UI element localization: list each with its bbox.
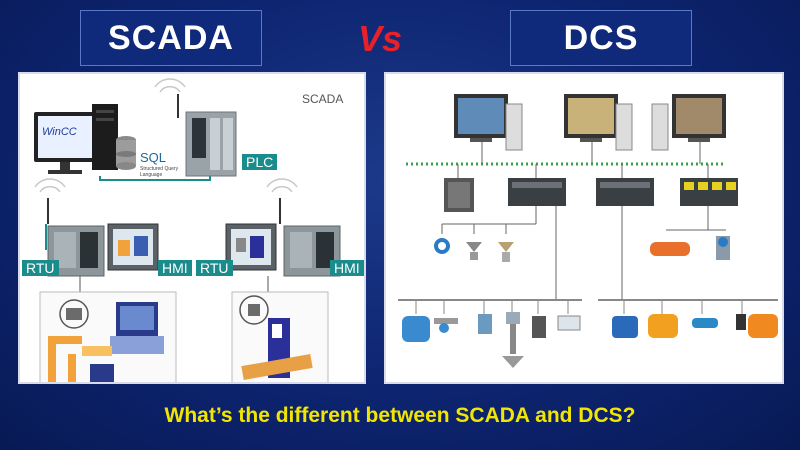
wireless-signal-icon: [34, 78, 298, 193]
rtu-label-left: RTU: [22, 260, 59, 276]
network-line: [45, 176, 211, 250]
dcs-diagram-panel: [384, 72, 784, 384]
workstation-icon: [651, 94, 726, 151]
operator-console-icon: [110, 302, 164, 354]
motor-icon: [612, 316, 638, 338]
dcs-diagram: [398, 94, 778, 368]
sensor-icon: [59, 299, 89, 329]
controller-rack-icon: [444, 178, 474, 212]
vs-label: Vs: [357, 18, 403, 59]
actuator-icon: [748, 314, 778, 338]
control-valve-icon: [502, 312, 524, 368]
controller-rack-icon: [508, 178, 566, 206]
heater-icon: [650, 242, 690, 256]
hmi-label-left: HMI: [158, 260, 192, 276]
switch-icon: [736, 314, 746, 330]
flowmeter-icon: [402, 316, 430, 342]
sensor-icon: [239, 295, 269, 325]
actuator-icon: [648, 314, 678, 338]
robot-arm-icon: [48, 336, 114, 382]
plc-label: PLC: [242, 154, 278, 170]
hmi-label-right: HMI: [330, 260, 364, 276]
workstation-icon: [454, 94, 523, 151]
scada-diagram: [34, 78, 341, 382]
hmi-panel-icon: [225, 223, 277, 271]
wincc-label: WinCC: [42, 126, 77, 138]
controller-rack-icon: [680, 178, 738, 206]
plc-icon: [177, 94, 237, 177]
transmitter-icon: [716, 236, 730, 260]
transmitter-icon: [478, 314, 492, 334]
rtu-label-right: RTU: [196, 260, 233, 276]
scada-title: SCADA: [80, 10, 262, 66]
temperature-sensor-icon: [434, 318, 458, 333]
sql-subtitle: Structured Query Language: [140, 166, 179, 178]
dcs-title: DCS: [510, 10, 692, 66]
display-module-icon: [557, 315, 581, 331]
sensor-icon: [692, 318, 718, 328]
database-icon: [116, 136, 136, 170]
valve-icon: [498, 242, 514, 262]
pressure-gauge-icon: [434, 238, 450, 254]
workstation-icon: [34, 104, 118, 174]
scada-corner-label: SCADA: [302, 92, 344, 106]
valve-icon: [466, 242, 482, 260]
conveyor-machine-icon: [241, 318, 313, 380]
sql-label: SQL: [140, 150, 167, 165]
scada-diagram-panel: SCADA WinCC SQL Structured Query Languag…: [18, 72, 366, 384]
controller-rack-icon: [596, 178, 654, 206]
analyzer-icon: [532, 316, 546, 338]
workstation-icon: [564, 94, 633, 151]
hmi-panel-icon: [107, 223, 159, 271]
comparison-question: What’s the different between SCADA and D…: [164, 404, 636, 427]
